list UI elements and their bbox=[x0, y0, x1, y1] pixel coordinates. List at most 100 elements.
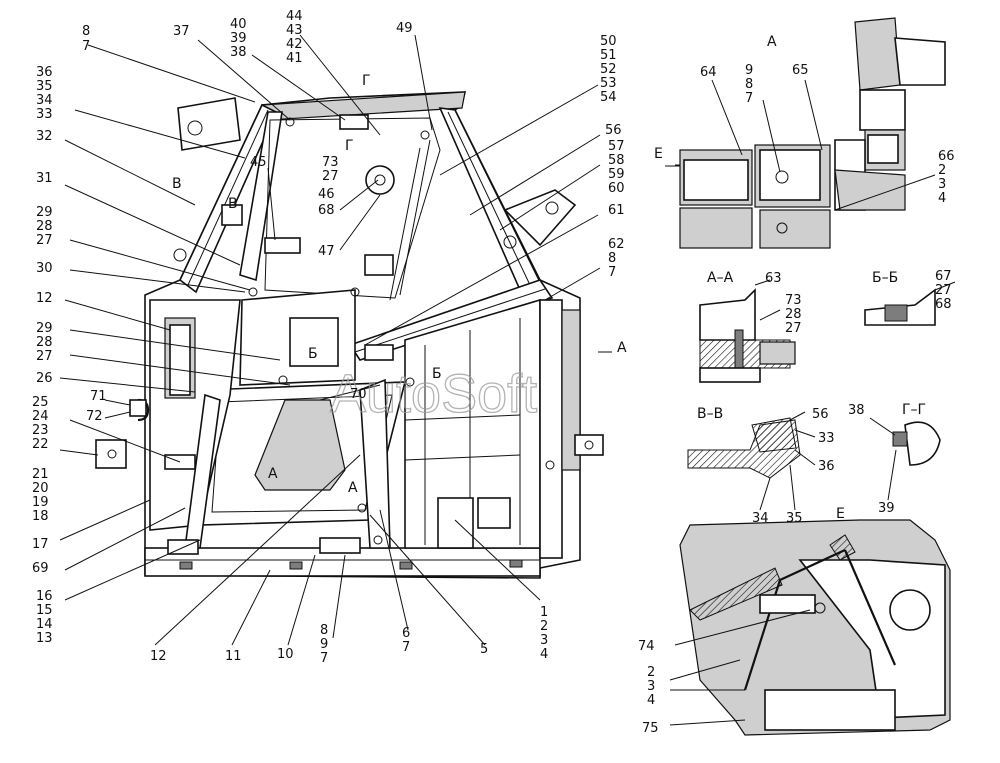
callout-65: 65 bbox=[792, 63, 809, 78]
callout-29-b: 29 bbox=[36, 321, 53, 336]
callout-27-c: 27 bbox=[322, 169, 339, 184]
callout-36-b: 36 bbox=[818, 459, 835, 474]
callout-24: 24 bbox=[32, 409, 49, 424]
callout-58: 58 bbox=[608, 153, 625, 168]
callout-11: 11 bbox=[225, 649, 242, 664]
callout-35: 35 bbox=[36, 79, 53, 94]
cut-mark-a-1: А bbox=[268, 466, 278, 482]
section-vv-title: В–В bbox=[697, 406, 723, 422]
callout-10: 10 bbox=[277, 647, 294, 662]
callout-23: 23 bbox=[32, 423, 49, 438]
callout-27-b: 27 bbox=[36, 349, 53, 364]
callout-5: 5 bbox=[480, 642, 488, 657]
callout-7-c: 7 bbox=[402, 640, 410, 655]
callout-42: 42 bbox=[286, 37, 303, 52]
callout-4-b: 4 bbox=[938, 191, 946, 206]
callout-36: 36 bbox=[36, 65, 53, 80]
callout-12-b: 12 bbox=[150, 649, 167, 664]
callout-22: 22 bbox=[32, 437, 49, 452]
callout-67: 67 bbox=[935, 269, 952, 284]
callout-16: 16 bbox=[36, 589, 53, 604]
section-gg-title: Г–Г bbox=[902, 402, 926, 418]
callout-27: 27 bbox=[36, 233, 53, 248]
callout-64: 64 bbox=[700, 65, 717, 80]
callout-17: 17 bbox=[32, 537, 49, 552]
callout-9-b: 9 bbox=[320, 637, 328, 652]
callout-53: 53 bbox=[600, 76, 617, 91]
callout-9-c: 9 bbox=[745, 63, 753, 78]
section-bb-title: Б–Б bbox=[872, 270, 898, 286]
cut-mark-v-2: В bbox=[228, 196, 238, 212]
callout-59: 59 bbox=[608, 167, 625, 182]
callout-34-b: 34 bbox=[752, 511, 769, 526]
callout-56-b: 56 bbox=[812, 407, 829, 422]
callout-4-c: 4 bbox=[647, 693, 655, 708]
cab-frame bbox=[95, 91, 604, 579]
callout-40: 40 bbox=[230, 17, 247, 32]
callout-31: 31 bbox=[36, 171, 53, 186]
view-a-detail bbox=[675, 17, 946, 249]
cut-mark-v-1: В bbox=[172, 176, 182, 192]
callout-71: 71 bbox=[90, 389, 107, 404]
callout-57: 57 bbox=[608, 139, 625, 154]
view-e-title: E bbox=[836, 506, 845, 522]
callout-28-c: 28 bbox=[785, 307, 802, 322]
callout-37: 37 bbox=[173, 24, 190, 39]
callout-69: 69 bbox=[32, 561, 49, 576]
callout-68: 68 bbox=[318, 203, 335, 218]
callout-72: 72 bbox=[86, 409, 103, 424]
callout-73-b: 73 bbox=[785, 293, 802, 308]
cut-mark-g-2: Г bbox=[345, 138, 354, 154]
callout-51: 51 bbox=[600, 48, 617, 63]
callout-74: 74 bbox=[638, 639, 655, 654]
callout-60: 60 bbox=[608, 181, 625, 196]
callout-41: 41 bbox=[286, 51, 303, 66]
callout-20: 20 bbox=[32, 481, 49, 496]
callout-38-b: 38 bbox=[848, 403, 865, 418]
callout-2-b: 2 bbox=[938, 163, 946, 178]
callout-73: 73 bbox=[322, 155, 339, 170]
callout-39-b: 39 bbox=[878, 501, 895, 516]
section-titles: A E A–A Б–Б В–В Г–Г E A Г Г В В Б Б А А bbox=[172, 34, 926, 522]
callout-7-e: 7 bbox=[745, 91, 753, 106]
callout-3: 3 bbox=[540, 633, 548, 648]
callout-35-b: 35 bbox=[786, 511, 803, 526]
callout-46: 46 bbox=[318, 187, 335, 202]
callout-4: 4 bbox=[540, 647, 548, 662]
arrow-a-label: A bbox=[617, 340, 627, 356]
leader-lines bbox=[59, 34, 601, 646]
section-gg-detail bbox=[869, 417, 941, 501]
section-aa-detail bbox=[699, 279, 796, 383]
cut-mark-b-1: Б bbox=[308, 346, 318, 362]
callout-26: 26 bbox=[36, 371, 53, 386]
callout-28: 28 bbox=[36, 219, 53, 234]
callout-7: 7 bbox=[82, 39, 90, 54]
callout-21: 21 bbox=[32, 467, 49, 482]
callout-32: 32 bbox=[36, 129, 53, 144]
callout-27-e: 27 bbox=[935, 283, 952, 298]
callout-8: 8 bbox=[82, 24, 90, 39]
callout-44: 44 bbox=[286, 9, 303, 24]
callout-12-a: 12 bbox=[36, 291, 53, 306]
callout-52: 52 bbox=[600, 62, 617, 77]
callout-7-b: 7 bbox=[320, 651, 328, 666]
section-aa-title: A–A bbox=[707, 270, 734, 286]
callout-2-c: 2 bbox=[647, 665, 655, 680]
callout-27-d: 27 bbox=[785, 321, 802, 336]
section-vv-detail bbox=[687, 411, 816, 511]
callout-50: 50 bbox=[600, 34, 617, 49]
callout-33: 33 bbox=[36, 107, 53, 122]
callout-29: 29 bbox=[36, 205, 53, 220]
cut-mark-a-2: А bbox=[348, 480, 358, 496]
callout-19: 19 bbox=[32, 495, 49, 510]
callout-25: 25 bbox=[32, 395, 49, 410]
view-a-title: A bbox=[767, 34, 777, 50]
callout-30: 30 bbox=[36, 261, 53, 276]
callout-54: 54 bbox=[600, 90, 617, 105]
callout-49: 49 bbox=[396, 21, 413, 36]
callout-13: 13 bbox=[36, 631, 53, 646]
callout-38: 38 bbox=[230, 45, 247, 60]
callout-43: 43 bbox=[286, 23, 303, 38]
